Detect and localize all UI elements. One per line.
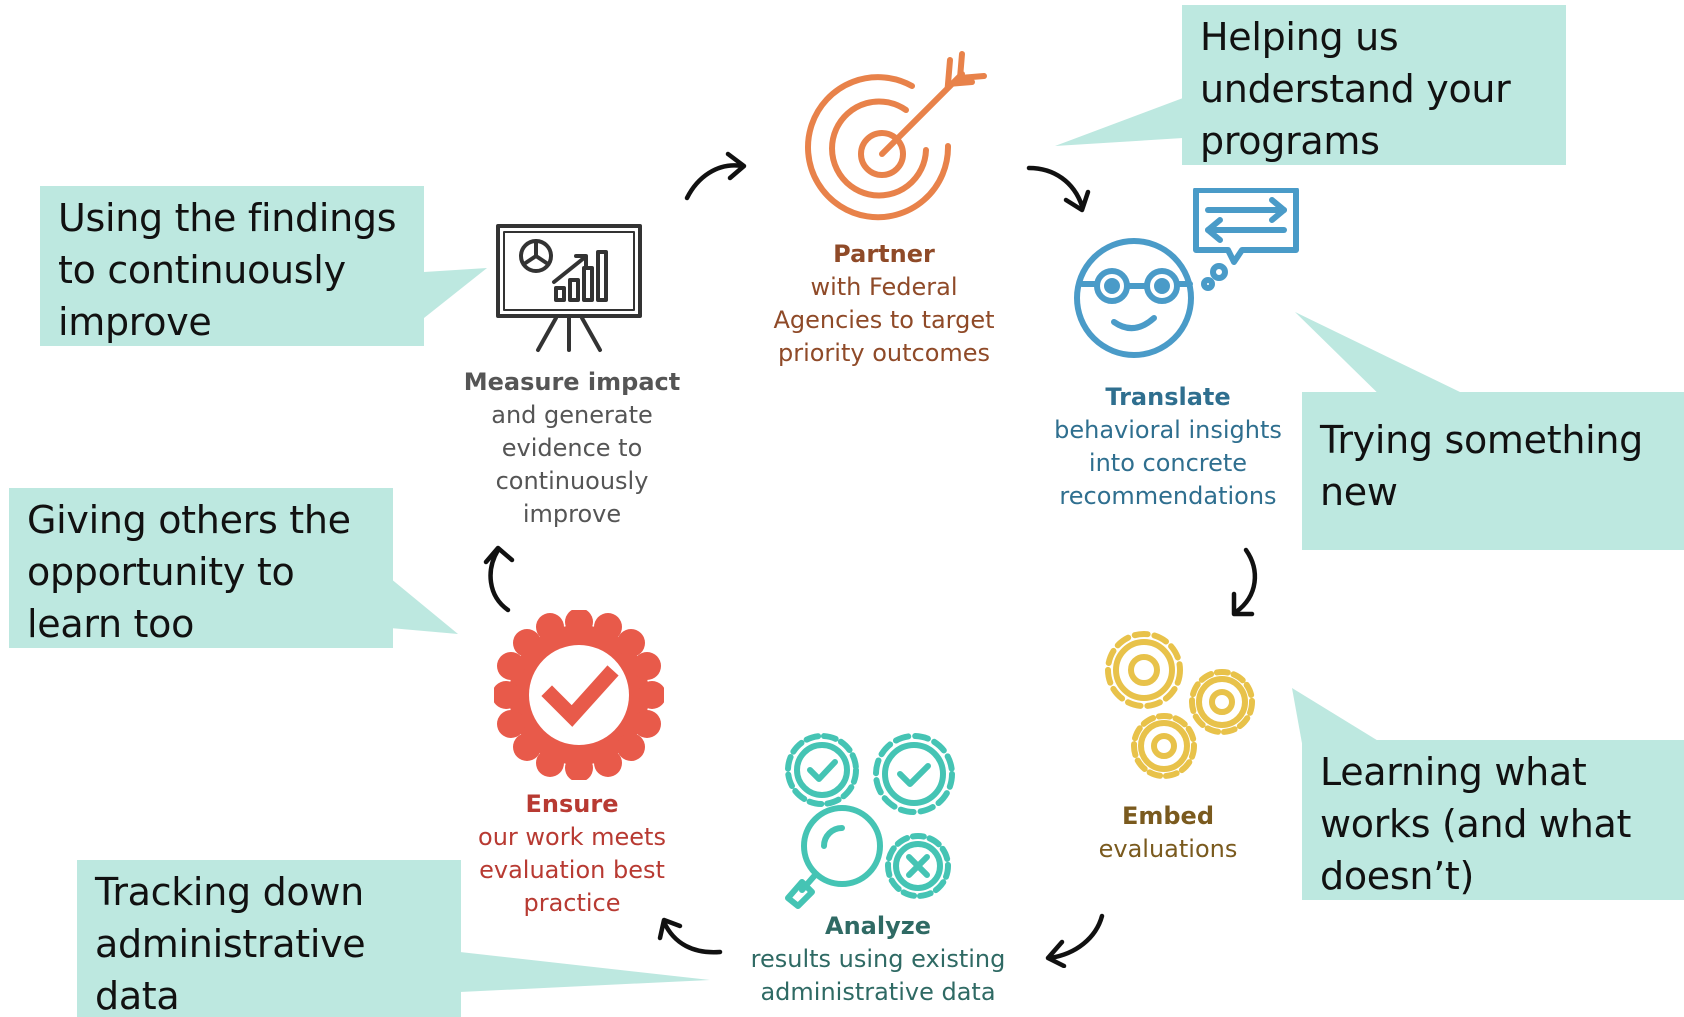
callout-line: learn too [27,602,195,646]
thinking-face-icon [1074,188,1299,358]
callout-line: Learning what [1320,750,1587,794]
stage-analyze: Analyze results using existing administr… [728,910,1028,1009]
cycle-arrow-embed-to-analyze [1045,913,1105,968]
callout-left-middle: Giving others the opportunity to learn t… [9,488,393,648]
stage-measure-title: Measure impact [463,368,681,396]
pointer-right-middle [1295,312,1460,410]
callout-bottom-left: Tracking down administrative data [77,860,461,1017]
target-icon [805,51,987,221]
callout-upper-left: Using the findings to continuously impro… [40,186,424,346]
callout-line: programs [1200,119,1380,163]
stage-measure-line: continuously [495,467,649,495]
stage-partner-line: priority outcomes [777,339,991,367]
callout-top-right: Helping us understand your programs [1182,5,1566,165]
stage-translate-title: Translate [1105,383,1231,411]
callout-line: doesn’t) [1320,854,1475,898]
callout-line: to continuously [58,248,346,292]
stage-embed-title: Embed [1121,802,1215,830]
gears-icon [1105,631,1255,779]
pointer-upper-left [424,268,487,318]
callout-line: data [95,974,180,1017]
callout-line: opportunity to [27,550,295,594]
stage-measure-line: improve [522,500,622,528]
stage-ensure-title: Ensure [525,790,619,818]
stage-analyze-line: administrative data [760,978,996,1006]
pointer-top-right [1055,98,1183,146]
stage-ensure-line: practice [523,889,621,917]
callout-line: new [1320,470,1398,514]
presentation-chart-icon [496,224,642,352]
callout-line: Helping us [1200,15,1399,59]
stage-ensure-line: evaluation best [479,856,665,884]
stage-translate-line: into concrete [1088,449,1248,477]
callout-line: Using the findings [58,196,397,240]
stage-translate-line: recommendations [1059,482,1277,510]
cycle-arrow-measure-to-partner [684,151,747,201]
stage-embed: Embed evaluations [1018,800,1318,866]
magnifier-gears-icon [785,733,955,909]
stage-analyze-title: Analyze [825,912,931,940]
stage-translate-line: behavioral insights [1054,416,1282,444]
callout-line: Trying something [1320,418,1643,462]
stage-partner-line: Agencies to target [773,306,995,334]
stage-translate: Translate behavioral insights into concr… [1018,381,1318,513]
cycle-arrow-analyze-to-ensure [657,917,723,955]
stage-ensure: Ensure our work meets evaluation best pr… [432,788,712,920]
stage-ensure-line: our work meets [478,823,666,851]
stage-analyze-line: results using existing [750,945,1006,973]
callout-line: administrative [95,922,366,966]
cycle-arrow-translate-to-embed [1231,547,1258,617]
stage-partner-title: Partner [833,240,935,268]
badge-check-icon [494,610,664,780]
callout-line: Tracking down [95,870,364,914]
callout-line: works (and what [1320,802,1632,846]
cycle-arrow-partner-to-translate [1026,165,1091,213]
pointer-bottom-left [460,952,710,992]
pointer-left-middle [390,578,458,634]
callout-line: Giving others the [27,498,351,542]
stage-embed-line: evaluations [1098,835,1238,863]
stage-measure-line: evidence to [501,434,643,462]
stage-partner-line: with Federal [810,273,958,301]
stage-measure: Measure impact and generate evidence to … [432,366,712,531]
stage-partner: Partner with Federal Agencies to target … [734,238,1034,370]
callout-right-middle: Trying something new [1302,392,1684,550]
callout-line: improve [58,300,212,344]
stage-measure-line: and generate [491,401,653,429]
callout-line: understand your [1200,67,1511,111]
callout-right-bottom: Learning what works (and what doesn’t) [1302,740,1684,900]
cycle-arrow-ensure-to-measure [483,545,515,613]
